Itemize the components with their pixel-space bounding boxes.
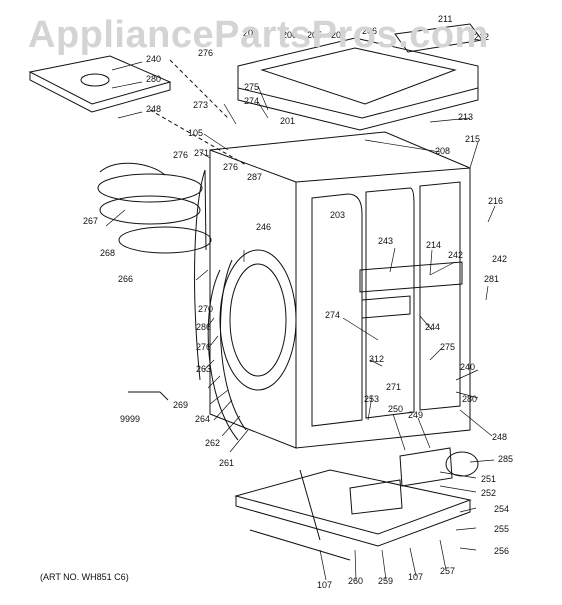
callout-label: 268 (100, 248, 115, 258)
callout-label: 263 (196, 364, 211, 374)
callout-label: 274 (325, 310, 340, 320)
callout-label: 205 (307, 30, 322, 40)
callout-label: 269 (173, 400, 188, 410)
callout-label: 276 (198, 48, 213, 58)
callout-label: 255 (494, 524, 509, 534)
callout-label: 312 (369, 354, 384, 364)
callout-label: 208 (435, 146, 450, 156)
callout-label: 203 (330, 210, 345, 220)
door-and-drum (207, 249, 297, 441)
callout-label: 276 (173, 150, 188, 160)
callout-label: 256 (494, 546, 509, 556)
cabinet (209, 131, 471, 449)
callout-label: 266 (118, 274, 133, 284)
hoses (97, 162, 212, 401)
callout-label: 202 (243, 28, 258, 38)
callout-label: 257 (440, 566, 455, 576)
callout-label: 280 (462, 394, 477, 404)
callout-label: 285 (498, 454, 513, 464)
callout-label: 201 (280, 116, 295, 126)
callout-label: 286 (196, 322, 211, 332)
callout-label: 107 (408, 572, 423, 582)
callout-label: 260 (348, 576, 363, 586)
callout-label: 248 (146, 104, 161, 114)
base-frame (234, 447, 479, 561)
watermark: AppliancePartsPros.com (28, 14, 489, 56)
callout-label: 242 (448, 250, 463, 260)
callout-label: 215 (465, 134, 480, 144)
callout-label: 254 (494, 504, 509, 514)
callout-label: 244 (425, 322, 440, 332)
callout-label: 216 (488, 196, 503, 206)
callout-label: 246 (256, 222, 271, 232)
callout-label: 274 (244, 96, 259, 106)
callout-label: 253 (364, 394, 379, 404)
callout-label: 261 (219, 458, 234, 468)
callout-label: 259 (378, 576, 393, 586)
leader-lines (105, 61, 496, 581)
callout-label: 262 (205, 438, 220, 448)
callout-label: 271 (194, 148, 209, 158)
callout-label: 214 (426, 240, 441, 250)
callout-label: 275 (244, 82, 259, 92)
callout-label: 264 (195, 414, 210, 424)
callout-label: 249 (408, 410, 423, 420)
callout-label: 252 (481, 488, 496, 498)
callout-label: 243 (378, 236, 393, 246)
callout-label: 240 (460, 362, 475, 372)
callout-label: 248 (492, 432, 507, 442)
callout-label: 200 (282, 30, 297, 40)
callout-label: 211 (438, 14, 452, 24)
callout-label: 107 (317, 580, 332, 590)
callout-label: 270 (198, 304, 213, 314)
callout-label: 206 (362, 26, 377, 36)
callout-label: 273 (193, 100, 208, 110)
callout-label: 9999 (120, 414, 140, 424)
callout-label: 276 (196, 342, 211, 352)
inset-panel (28, 55, 247, 166)
art-number: (ART NO. WH851 C6) (40, 572, 129, 582)
callout-label: 240 (146, 54, 161, 64)
callout-labels: 211 202 200 205 207 206 212 276 240 280 248 275 274 2… (83, 14, 513, 590)
callout-label: 267 (83, 216, 98, 226)
callout-label: 280 (146, 74, 161, 84)
callout-label: 105 (188, 128, 203, 138)
callout-label: 207 (331, 30, 346, 40)
callout-label: 212 (474, 32, 489, 42)
callout-label: 250 (388, 404, 403, 414)
callout-label: 242 (492, 254, 507, 264)
callout-label: 271 (386, 382, 401, 392)
callout-label: 281 (484, 274, 499, 284)
callout-label: 276 (223, 162, 238, 172)
callout-label: 275 (440, 342, 455, 352)
callout-label: 213 (458, 112, 473, 122)
top-lid (237, 23, 483, 131)
callout-label: 251 (481, 474, 496, 484)
callout-label: 287 (247, 172, 262, 182)
